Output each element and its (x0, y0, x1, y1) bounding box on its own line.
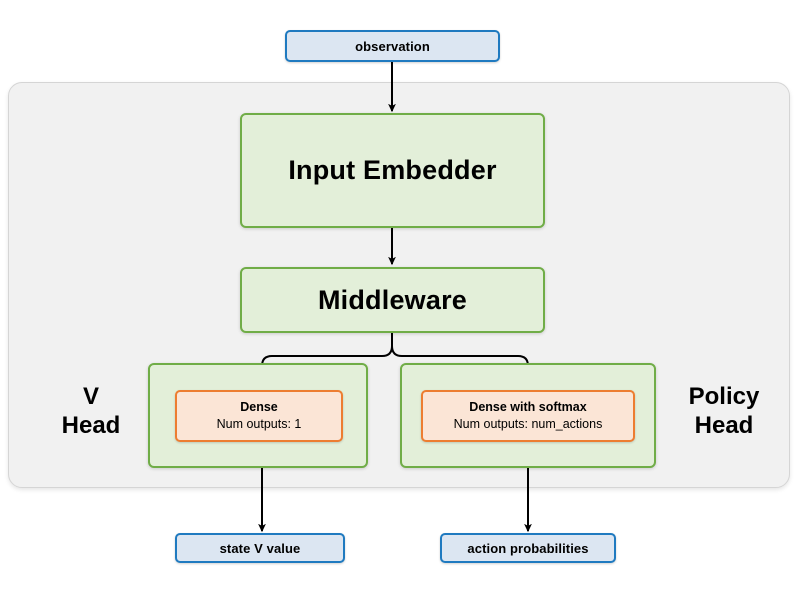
node-policy-head-dense-title: Dense with softmax (469, 400, 587, 415)
node-observation-label: observation (355, 38, 430, 54)
node-v-head-dense-title: Dense (240, 400, 278, 415)
node-input-embedder[interactable]: Input Embedder (240, 113, 545, 228)
node-action-probabilities-label: action probabilities (467, 540, 589, 556)
node-v-head-dense[interactable]: Dense Num outputs: 1 (175, 390, 343, 442)
policy-head-label-line2: Head (694, 412, 754, 440)
v-head-label: V Head (35, 382, 147, 441)
node-observation[interactable]: observation (285, 30, 500, 62)
node-policy-head-dense[interactable]: Dense with softmax Num outputs: num_acti… (421, 390, 635, 442)
node-middleware[interactable]: Middleware (240, 267, 545, 333)
node-policy-head-dense-subtitle: Num outputs: num_actions (453, 417, 603, 431)
v-head-label-line2: Head (61, 412, 121, 440)
node-middleware-label: Middleware (317, 284, 468, 315)
node-state-v-value-label: state V value (219, 540, 301, 556)
node-state-v-value[interactable]: state V value (175, 533, 345, 563)
node-v-head-dense-subtitle: Num outputs: 1 (216, 417, 302, 431)
policy-head-label-line1: Policy (688, 383, 760, 410)
node-input-embedder-label: Input Embedder (288, 155, 497, 185)
node-action-probabilities[interactable]: action probabilities (440, 533, 616, 563)
policy-head-label: Policy Head (661, 382, 787, 441)
v-head-label-line1: V (82, 383, 99, 410)
